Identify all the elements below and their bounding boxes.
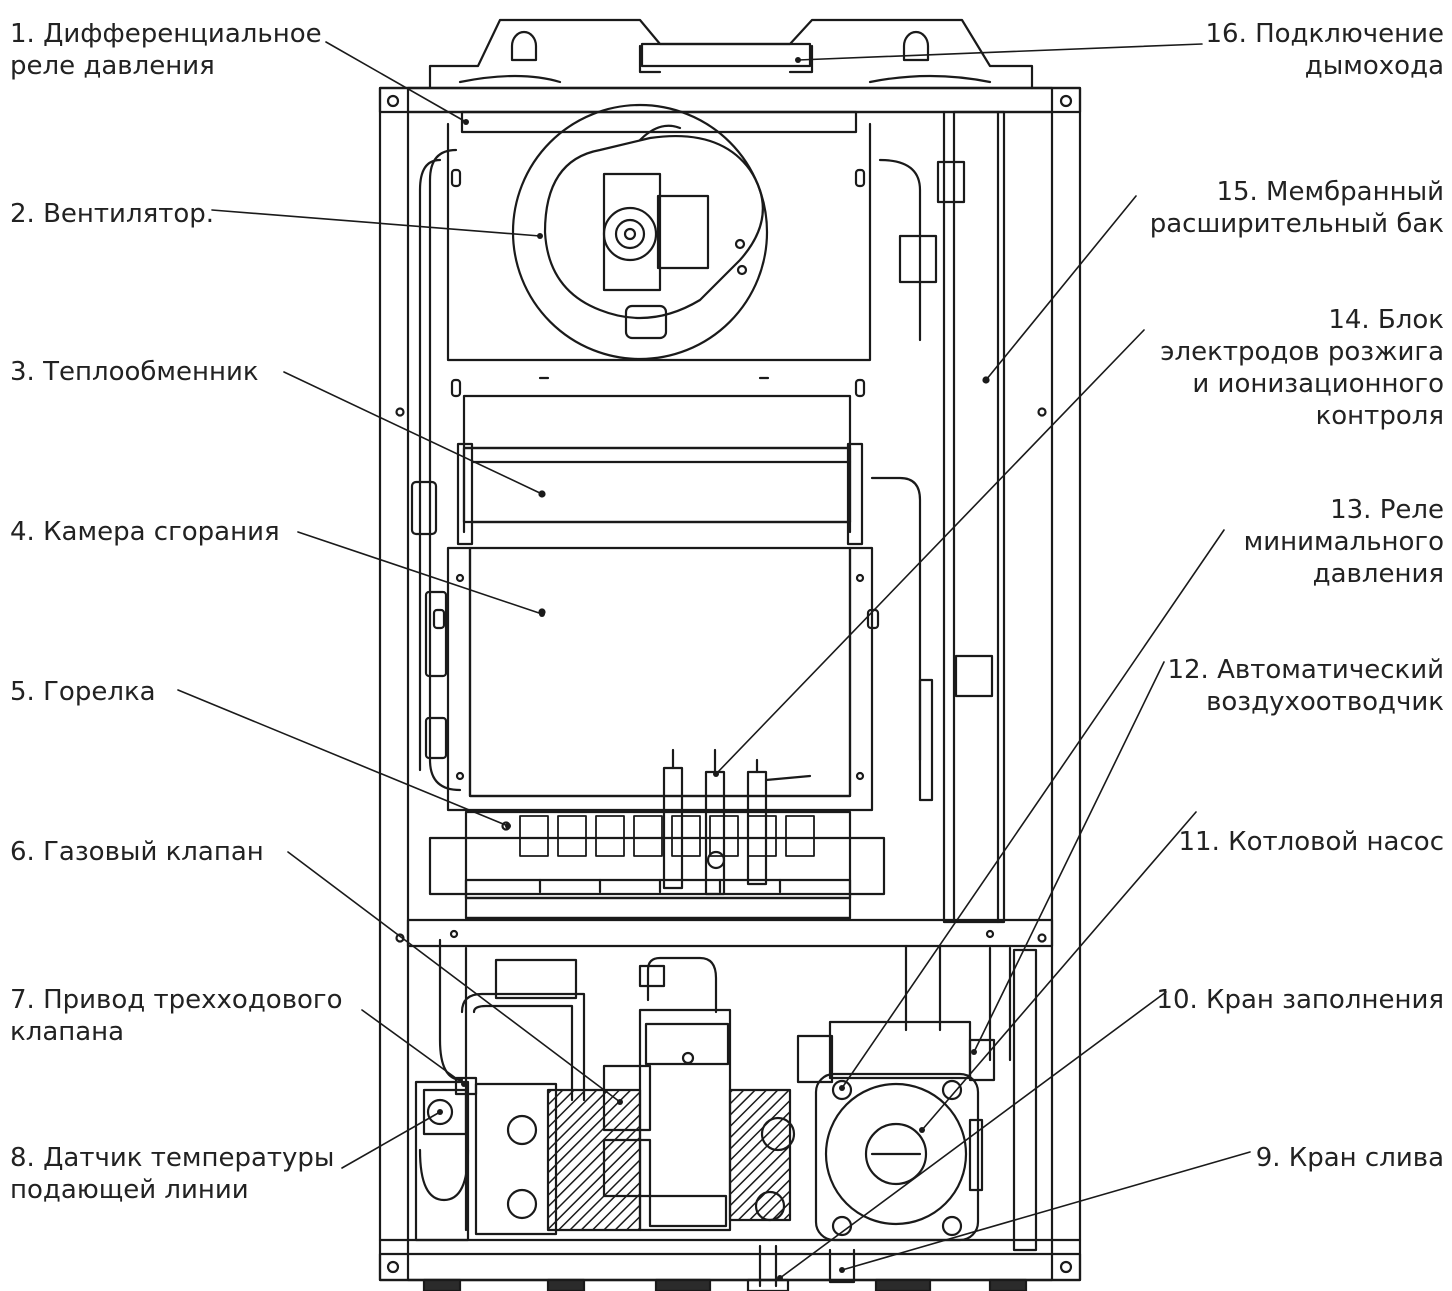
label-7-line1: 7. Привод трехходового: [10, 985, 343, 1015]
label-fill-valve: 10. Кран заполнения: [1156, 984, 1444, 1016]
lower-bar: [406, 918, 1054, 948]
label-1-line1: 1. Дифференциальное: [10, 19, 322, 49]
label-supply-temp-sensor: 8. Датчик температуры подающей линии: [10, 1142, 334, 1206]
hydraulic-pipes: [460, 944, 1038, 1252]
label-10-line1: 10. Кран заполнения: [1156, 985, 1444, 1015]
label-air-vent: 12. Автоматический воздухоотводчик: [1167, 654, 1444, 718]
flue-hood: [428, 18, 1034, 90]
leader-dots: [437, 57, 989, 1281]
label-15-line2: расширительный бак: [1149, 209, 1444, 239]
label-12-line1: 12. Автоматический: [1167, 655, 1444, 685]
label-expansion-tank: 15. Мембранный расширительный бак: [1150, 176, 1444, 240]
label-15-line1: 15. Мембранный: [1216, 177, 1444, 207]
label-fan: 2. Вентилятор.: [10, 198, 214, 230]
label-14-line1: 14. Блок: [1328, 305, 1444, 335]
label-14-line3: и ионизационного: [1192, 369, 1444, 399]
left-pipes: [410, 148, 468, 1232]
label-boiler-pump: 11. Котловой насос: [1179, 826, 1444, 858]
label-electrode-block: 14. Блок электродов розжига и ионизацион…: [1160, 304, 1444, 432]
label-3-line1: 3. Теплообменник: [10, 357, 259, 387]
label-gas-valve: 6. Газовый клапан: [10, 836, 264, 868]
electrode-block: [662, 748, 812, 896]
leader-lines: [177, 41, 1251, 1279]
label-12-line2: воздухоотводчик: [1206, 687, 1444, 717]
label-8-line1: 8. Датчик температуры: [10, 1143, 335, 1173]
label-three-way-actuator: 7. Привод трехходового клапана: [10, 984, 343, 1048]
fan-assembly: [446, 103, 872, 398]
boiler-pump: [796, 1020, 996, 1242]
label-13-line2: минимального: [1243, 527, 1444, 557]
burner: [428, 810, 886, 920]
combustion-chamber: [432, 546, 880, 812]
label-16-line1: 16. Подключение: [1205, 19, 1444, 49]
label-13-line1: 13. Реле: [1330, 495, 1444, 525]
label-combustion-chamber: 4. Камера сгорания: [10, 516, 280, 548]
label-heat-exchanger: 3. Теплообменник: [10, 356, 259, 388]
label-5-line1: 5. Горелка: [10, 677, 156, 707]
hydraulic-block: [474, 1082, 796, 1236]
label-4-line1: 4. Камера сгорания: [10, 517, 280, 547]
label-14-line4: контроля: [1315, 401, 1444, 431]
label-flue-connection: 16. Подключение дымохода: [1205, 18, 1444, 82]
label-2-line1: 2. Вентилятор.: [10, 199, 215, 229]
label-drain-valve: 9. Кран слива: [1256, 1142, 1444, 1174]
heat-exchanger: [456, 394, 864, 546]
bottom-outlets: [422, 1244, 1028, 1291]
label-9-line1: 9. Кран слива: [1255, 1143, 1444, 1173]
label-11-line1: 11. Котловой насос: [1178, 827, 1444, 857]
label-6-line1: 6. Газовый клапан: [10, 837, 264, 867]
label-8-line2: подающей линии: [10, 1175, 249, 1205]
expansion-tank: [870, 110, 1006, 924]
label-min-pressure-relay: 13. Реле минимального давления: [1244, 494, 1444, 590]
label-differential-relay: 1. Дифференциальное реле давления: [10, 18, 322, 82]
label-1-line2: реле давления: [10, 51, 215, 81]
label-7-line2: клапана: [10, 1017, 125, 1047]
label-13-line3: давления: [1312, 559, 1444, 589]
three-way-valve: [414, 1076, 478, 1242]
label-16-line2: дымохода: [1304, 51, 1444, 81]
label-burner: 5. Горелка: [10, 676, 156, 708]
label-14-line2: электродов розжига: [1160, 337, 1444, 367]
